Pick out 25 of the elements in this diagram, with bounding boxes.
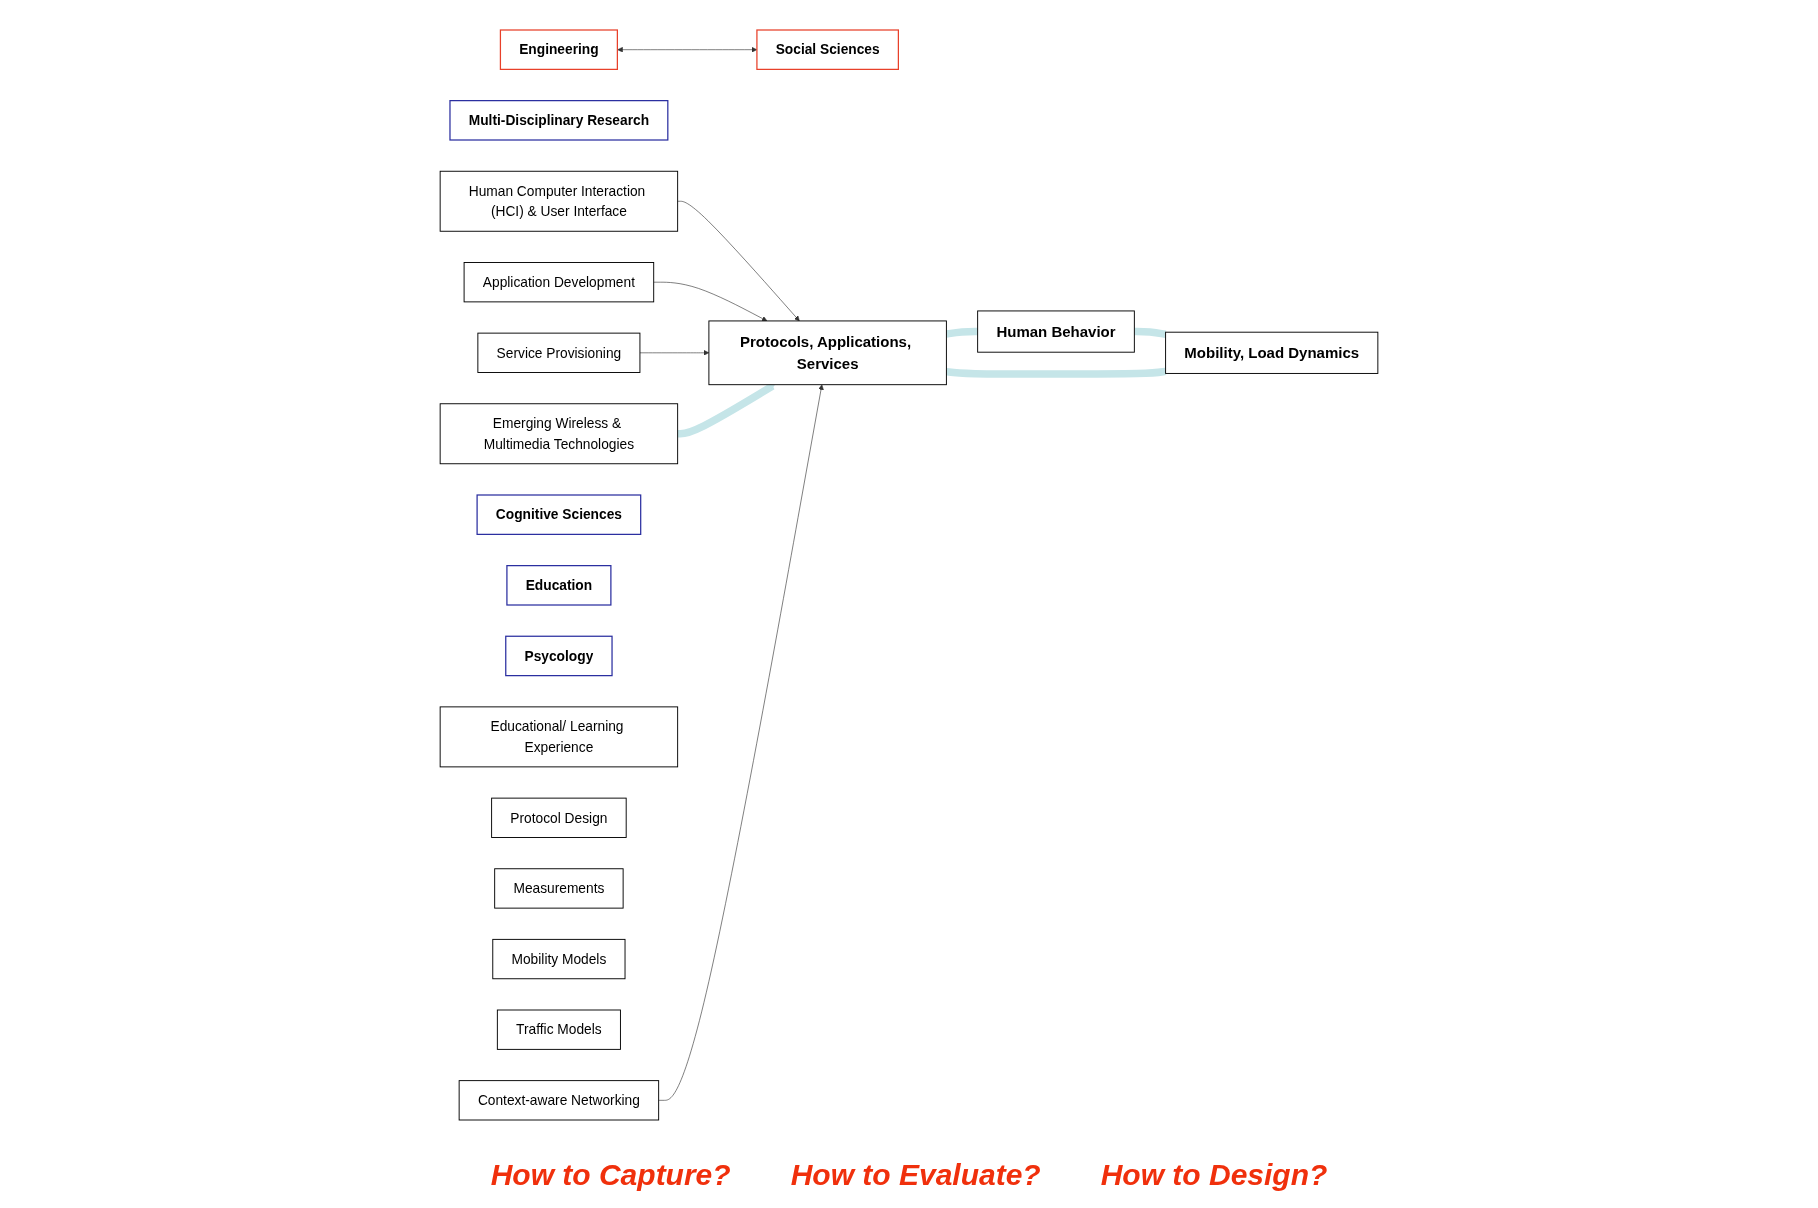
node-box: Social Sciences [756,29,899,70]
node-box: Human Behavior [977,310,1135,353]
question-note: How to Design? [1100,1158,1328,1192]
node-box: Measurements [494,868,624,909]
node-box: Mobility Models [492,938,626,980]
node-box: Cognitive Sciences [476,494,642,535]
node-box: Human Computer Interaction (HCI) & User Interface [439,170,679,232]
node-box: Service Provisioning [477,332,641,373]
question-note: How to Capture? [490,1158,731,1192]
node-box: Emerging Wireless & Multimedia Technologies [439,403,679,465]
node-box: Multi-Disciplinary Research [449,100,669,141]
connector [945,327,979,338]
node-box: Mobility, Load Dynamics [1165,331,1379,374]
node-box: Traffic Models [496,1009,621,1050]
connector [1133,327,1167,338]
node-box: Educational/ Learning Experience [439,706,679,768]
node-box: Protocol Design [491,797,627,838]
node-box: Protocols, Applications, Services [708,320,947,386]
node-box: Psycology [505,635,613,677]
question-note: How to Evaluate? [790,1158,1041,1192]
connector [945,367,1167,378]
node-box: Context-aware Networking [458,1080,660,1121]
node-box: Application Development [463,262,655,303]
node-box: Engineering [499,29,618,70]
node-box: Education [506,565,612,606]
